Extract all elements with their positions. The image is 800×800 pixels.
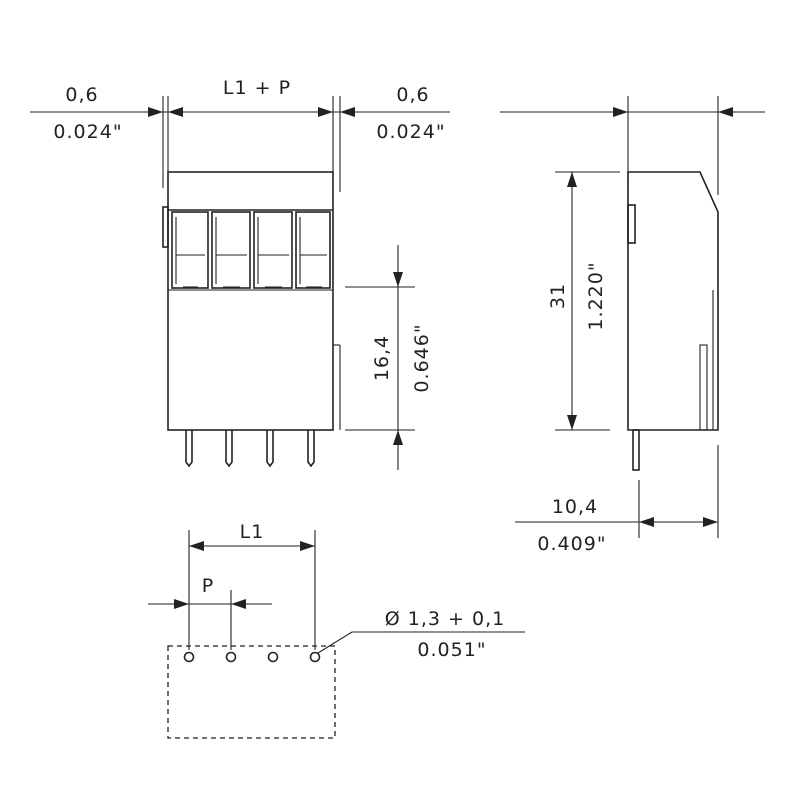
hole — [309, 651, 321, 663]
hole-diameter-in-label: 0.051" — [417, 639, 486, 661]
width-label: L1 + P — [223, 77, 291, 99]
clamp-cells — [171, 211, 331, 289]
right-margin-mm-label: 0,6 — [396, 84, 429, 106]
left-margin-in-label: 0.024" — [53, 121, 122, 143]
depth-mm-label: 10,4 — [552, 496, 598, 518]
side-pin — [632, 429, 640, 471]
hole — [267, 651, 279, 663]
side-housing — [627, 171, 719, 431]
width-dimension — [30, 107, 450, 117]
side-height-mm-label: 31 — [547, 283, 569, 309]
front-view: 0,6 0.024" L1 + P 0,6 0.024" 16,4 0.646" — [30, 77, 450, 470]
terminal-housing — [167, 171, 334, 431]
height-in-label: 0.646" — [411, 323, 433, 392]
side-height-in-label: 1.220" — [585, 261, 607, 330]
hole — [183, 651, 195, 663]
hole — [225, 651, 237, 663]
pins — [185, 430, 315, 468]
pcb-length-label: L1 — [240, 521, 265, 543]
hole-diameter-label: Ø 1,3 + 0,1 — [385, 608, 505, 630]
height-mm-label: 16,4 — [371, 335, 393, 381]
pcb-footprint-outline — [167, 645, 336, 739]
pcb-layout: L1 P Ø 1,3 + 0,1 0.051" — [148, 521, 525, 739]
height-dimension — [345, 245, 415, 470]
depth-in-label: 0.409" — [537, 533, 606, 555]
side-view: 31 1.220" 10,4 0.409" — [500, 96, 765, 555]
right-margin-in-label: 0.024" — [376, 121, 445, 143]
left-margin-mm-label: 0,6 — [65, 84, 98, 106]
pcb-pitch-label: P — [202, 575, 214, 597]
